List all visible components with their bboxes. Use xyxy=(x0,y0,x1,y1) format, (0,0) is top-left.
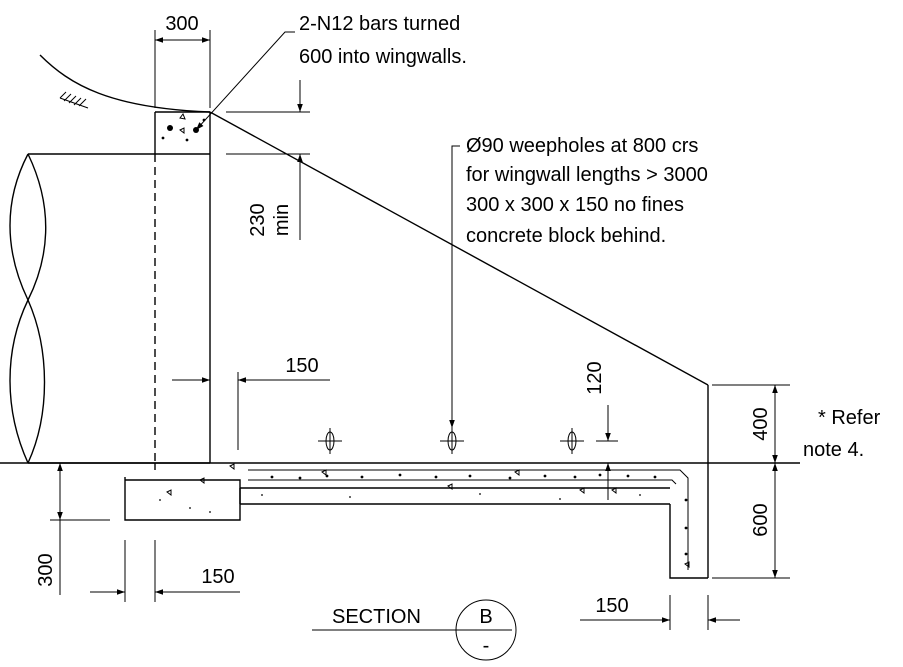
dim-offset-top-label: 150 xyxy=(285,355,318,377)
weephole-note-line2: for wingwall lengths > 3000 xyxy=(466,164,708,186)
dim-600-label: 600 xyxy=(750,503,772,536)
dim-120-label: 120 xyxy=(584,361,606,394)
dim-offset-bottom-label: 150 xyxy=(201,566,234,588)
weephole-leader xyxy=(449,145,460,428)
dim-right-heights xyxy=(712,384,790,579)
weephole-icon xyxy=(318,428,342,454)
dim-120 xyxy=(596,405,618,500)
bars-leader xyxy=(195,31,295,131)
headwall-footing xyxy=(124,477,241,521)
apron-slab xyxy=(239,469,708,579)
dim-min-depth xyxy=(226,80,310,240)
weephole-note-line4: concrete block behind. xyxy=(466,225,666,247)
dim-300-left xyxy=(50,463,110,595)
refer-note-line2: note 4. xyxy=(803,439,864,461)
section-letter: B xyxy=(479,606,492,628)
weephole-note-line1: Ø90 weepholes at 800 crs xyxy=(466,135,698,157)
bars-note-line2: 600 into wingwalls. xyxy=(299,46,467,68)
dim-offset-bottom xyxy=(90,540,240,602)
pipe-barrel xyxy=(9,153,210,464)
dim-offset-top xyxy=(172,372,330,450)
rebar-dot xyxy=(167,125,173,131)
weephole-icon xyxy=(560,428,584,454)
apron-speckle xyxy=(229,463,690,568)
dim-top-width xyxy=(154,30,211,108)
headwall xyxy=(154,111,211,470)
dim-400-label: 400 xyxy=(750,407,772,440)
dim-300-left-label: 300 xyxy=(35,553,57,586)
section-sub: - xyxy=(483,635,490,657)
bars-note-line1: 2-N12 bars turned xyxy=(299,13,460,35)
dim-min-depth-label: 230 xyxy=(247,203,269,236)
refer-note-line1: * Refer xyxy=(818,407,881,429)
dim-min-label: min xyxy=(271,204,293,236)
dim-offset-right-label: 150 xyxy=(595,595,628,617)
section-marker xyxy=(312,599,517,661)
dim-top-width-label: 300 xyxy=(165,13,198,35)
ground-hatch-icon xyxy=(59,91,89,109)
weephole-note-line3: 300 x 300 x 150 no fines xyxy=(466,194,684,216)
weephole-icon xyxy=(440,428,464,454)
section-label: SECTION xyxy=(332,606,421,628)
dim-offset-right xyxy=(580,595,740,630)
wingwall-slope xyxy=(209,111,709,386)
ground-line xyxy=(39,54,211,113)
